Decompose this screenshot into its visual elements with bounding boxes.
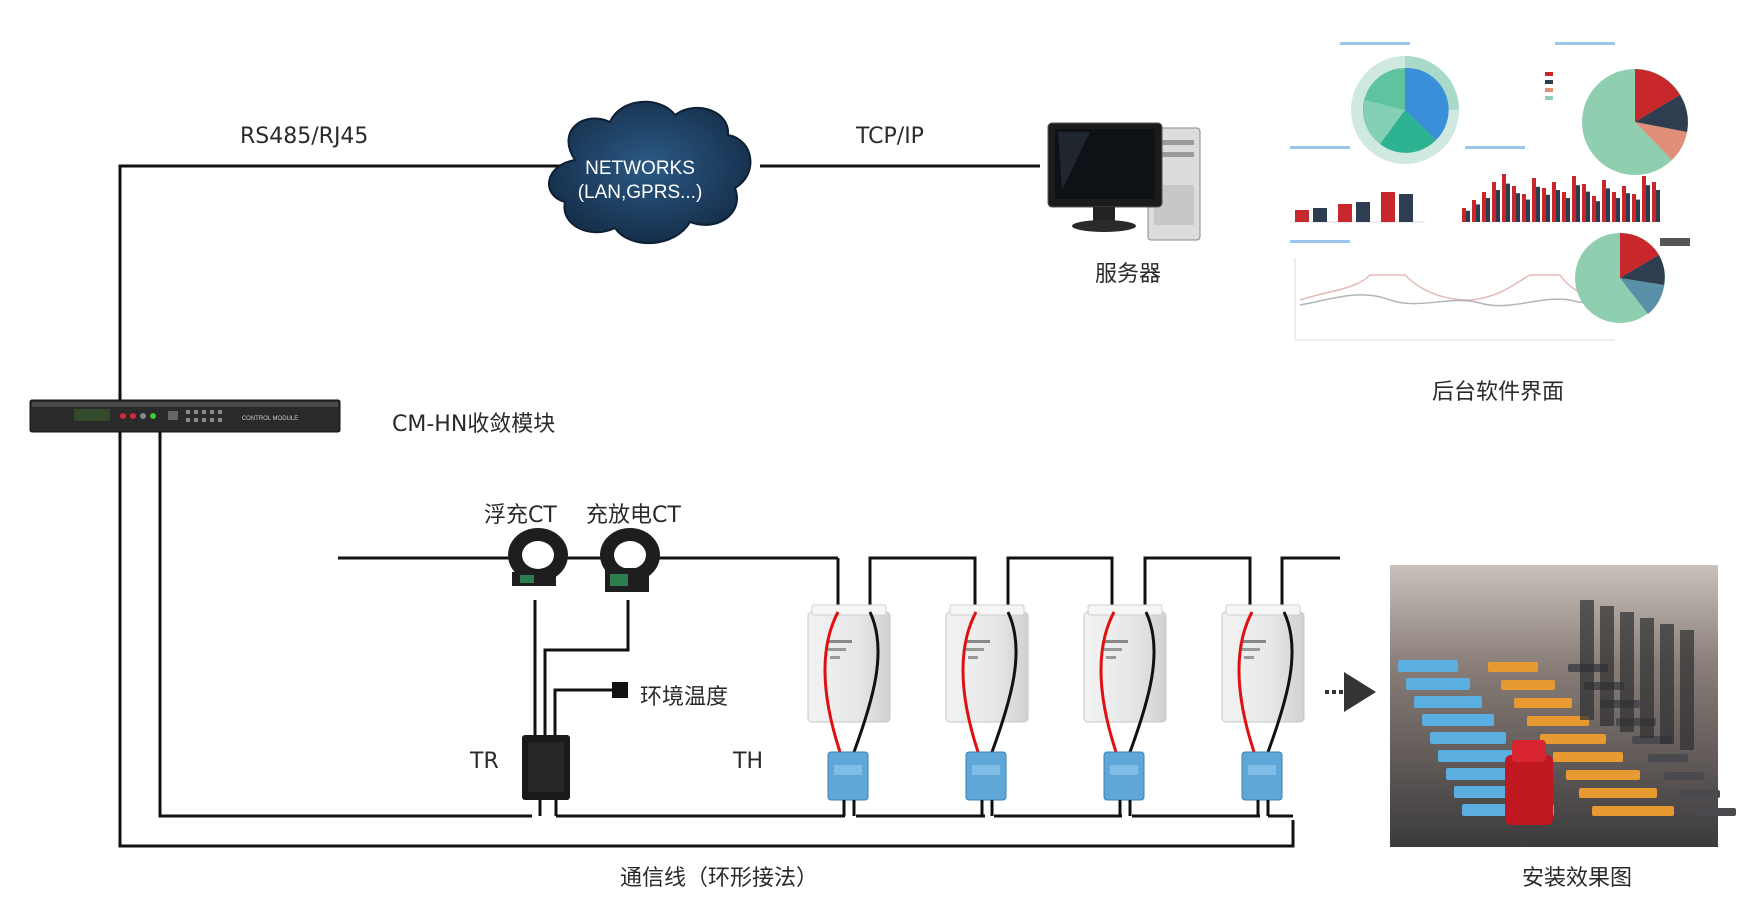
network-wiring bbox=[118, 164, 1040, 400]
comm-line-label: 通信线（环形接法） bbox=[620, 866, 819, 891]
rs485-label: RS485/RJ45 bbox=[240, 124, 369, 149]
battery-unit bbox=[807, 604, 891, 753]
tr-label: TR bbox=[470, 749, 499, 774]
install-label: 安装效果图 bbox=[1522, 866, 1633, 891]
charge-ct-label: 充放电CT bbox=[586, 503, 681, 528]
th-sensor bbox=[965, 751, 1007, 816]
installation-photo bbox=[1390, 565, 1736, 847]
dashboard-bars-left bbox=[1290, 192, 1425, 223]
battery-unit bbox=[1221, 604, 1305, 753]
rs485-wire bbox=[118, 164, 560, 400]
cm-module-label: CM-HN收敛模块 bbox=[392, 412, 556, 437]
network-label-line2: (LAN,GPRS...) bbox=[578, 182, 703, 203]
battery-string bbox=[807, 604, 1305, 816]
network-cloud: NETWORKS (LAN,GPRS...) bbox=[548, 100, 752, 245]
battery-unit bbox=[945, 604, 1029, 753]
th-sensor bbox=[1241, 751, 1283, 816]
software-label: 后台软件界面 bbox=[1432, 380, 1565, 405]
cm-hn-module-device: CONTROL MODULE bbox=[29, 399, 341, 433]
tcpip-label: TCP/IP bbox=[856, 124, 924, 149]
dashboard-pie-1 bbox=[1545, 69, 1688, 175]
float-ct-sensor bbox=[508, 528, 568, 586]
th-sensor bbox=[1103, 751, 1145, 816]
tr-transmitter bbox=[522, 735, 570, 800]
env-temp-sensor bbox=[612, 682, 628, 698]
network-label-line1: NETWORKS bbox=[585, 158, 695, 179]
th-sensor bbox=[827, 751, 869, 816]
server-label: 服务器 bbox=[1095, 262, 1162, 287]
software-dashboard bbox=[1283, 35, 1723, 345]
server-computer bbox=[1047, 122, 1201, 241]
battery-unit bbox=[1083, 604, 1167, 753]
rack-front-text: CONTROL MODULE bbox=[242, 416, 298, 422]
dashboard-pie-2 bbox=[1575, 232, 1690, 323]
dashboard-line-chart bbox=[1294, 258, 1615, 341]
charge-ct-sensor bbox=[600, 528, 660, 592]
th-label: TH bbox=[733, 749, 763, 774]
float-ct-label: 浮充CT bbox=[484, 503, 557, 528]
communication-wiring bbox=[118, 432, 1295, 848]
busbar-wiring bbox=[338, 556, 1340, 735]
dashboard-bars-right bbox=[1462, 174, 1660, 222]
dashboard-donut bbox=[1351, 56, 1459, 164]
env-temp-label: 环境温度 bbox=[640, 685, 729, 710]
